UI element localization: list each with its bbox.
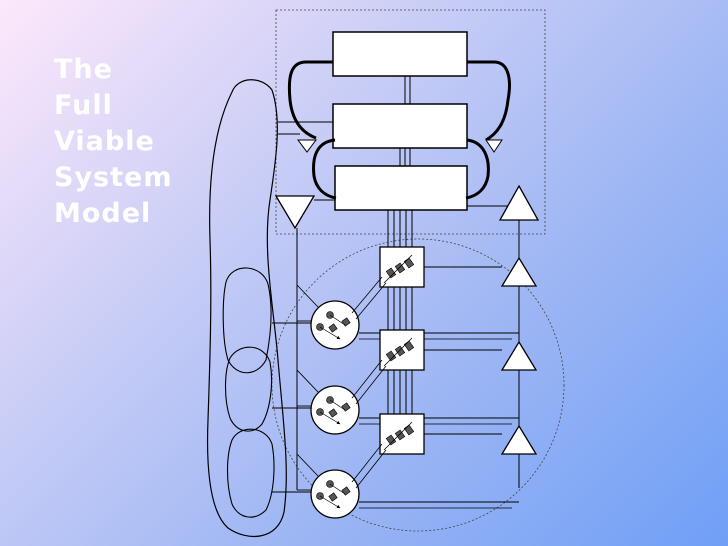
loop-arrowheads [297, 139, 503, 153]
operation-link [319, 495, 341, 509]
operation-node [328, 492, 338, 502]
system-3-box [334, 165, 468, 211]
system-5-box [332, 31, 468, 77]
unit-link [355, 449, 387, 489]
unit-link [296, 284, 319, 308]
operation-node [328, 323, 338, 333]
unit-link [351, 443, 383, 483]
unit-link [355, 282, 387, 320]
management-unit-link [383, 421, 413, 451]
system-3-star-triangle [274, 195, 316, 230]
unit-link [296, 453, 319, 477]
title-line: Model [54, 198, 152, 229]
management-unit-mark [385, 267, 397, 279]
operation-link [319, 326, 341, 340]
system-4-box [332, 103, 468, 149]
title-line: Viable [54, 126, 155, 157]
operational-units [272, 246, 538, 519]
operation-circle [310, 469, 360, 519]
title-line: Full [54, 90, 113, 121]
management-unit-mark [385, 434, 397, 446]
operation-circle [310, 385, 360, 435]
management-unit-mark [385, 350, 397, 362]
operation-circle [310, 300, 360, 350]
system-2-triangle [498, 184, 540, 221]
operation-link [329, 399, 346, 411]
operation-node [328, 408, 338, 418]
regulator-triangle [500, 256, 538, 287]
metasystem-boundary [275, 9, 546, 235]
environment-outline [206, 79, 287, 538]
operation-link [329, 314, 346, 326]
regulator-triangle [500, 340, 538, 371]
unit-link [355, 365, 387, 405]
regulator-triangle [500, 424, 538, 455]
title-line: The [54, 54, 113, 85]
operation-link [319, 411, 341, 425]
vertical-channels [387, 76, 413, 418]
unit-link [351, 276, 383, 314]
management-unit-link [383, 337, 413, 367]
environment-segment [227, 428, 275, 518]
unit-link [351, 359, 383, 399]
management-unit-link [383, 254, 413, 284]
slide-title: The Full Viable System Model [54, 52, 172, 232]
title-line: System [54, 162, 173, 193]
environment-segment [224, 346, 273, 432]
operation-link [329, 483, 346, 495]
homeostat-loops [287, 60, 511, 200]
environment-segment [222, 267, 272, 374]
operations-boundary [271, 238, 565, 532]
unit-link [296, 369, 319, 393]
